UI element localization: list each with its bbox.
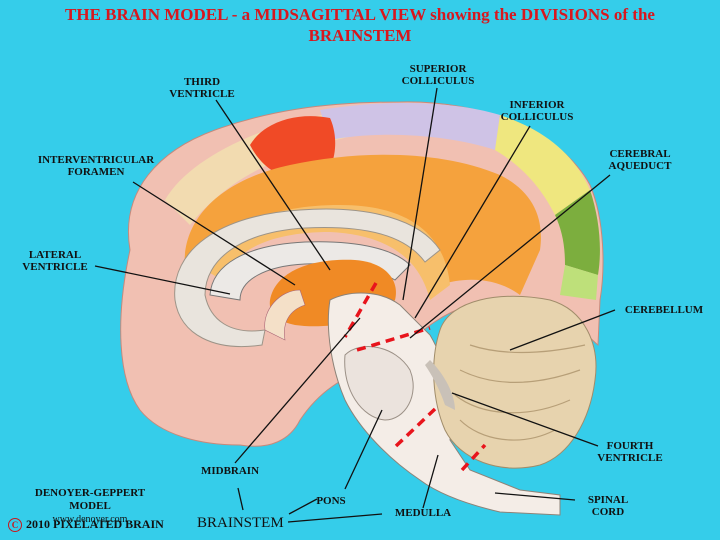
cortex-region-light-green bbox=[560, 265, 598, 300]
corpus-callosum bbox=[174, 208, 441, 348]
credit-line-1: DENOYER-GEPPERT MODEL bbox=[34, 487, 146, 512]
leader-cerebellum bbox=[509, 309, 616, 351]
label-cerebral-aqueduct: CEREBRAL AQUEDUCT bbox=[608, 148, 672, 172]
label-cerebellum: CEREBELLUM bbox=[624, 304, 704, 316]
label-medulla: MEDULLA bbox=[394, 507, 452, 519]
label-interventricular-foramen: INTERVENTRICULAR FORAMEN bbox=[37, 154, 155, 178]
label-third-ventricle: THIRD VENTRICLE bbox=[169, 76, 235, 100]
copyright-icon: C bbox=[8, 518, 22, 533]
cortex-region-yellow bbox=[495, 115, 590, 215]
leader-inferior-colliculus bbox=[414, 125, 531, 319]
medulla-spinal-boundary bbox=[460, 443, 487, 472]
leader-cerebral-aqueduct bbox=[409, 174, 611, 339]
pons-medulla-boundary bbox=[394, 407, 437, 448]
fornix bbox=[264, 289, 306, 341]
credit-line-2: www.denoyer.com bbox=[52, 514, 128, 525]
diagram-title: THE BRAIN MODEL - a MIDSAGITTAL VIEW sho… bbox=[0, 4, 720, 46]
leader-fourth-ventricle bbox=[451, 392, 599, 447]
leader-third-ventricle bbox=[215, 99, 331, 271]
copyright-text: 2010 PIXELATED BRAIN bbox=[26, 517, 164, 531]
cortex-region-lavender bbox=[320, 103, 500, 150]
leader-interventricular-foramen bbox=[132, 181, 296, 286]
label-superior-colliculus: SUPERIOR COLLICULUS bbox=[401, 63, 475, 87]
leader-brainstem-c bbox=[287, 513, 383, 523]
leader-pons bbox=[344, 409, 383, 490]
copyright-notice: C 2010 PIXELATED BRAIN bbox=[8, 517, 164, 533]
label-fourth-ventricle: FOURTH VENTRICLE bbox=[597, 440, 663, 464]
leader-lines bbox=[94, 87, 616, 523]
pons-bulge bbox=[344, 346, 414, 421]
title-line-1: THE BRAIN MODEL - a MIDSAGITTAL VIEW sho… bbox=[65, 5, 655, 24]
leader-lateral-ventricle bbox=[94, 265, 231, 295]
fourth-ventricle bbox=[425, 360, 455, 410]
leader-midbrain bbox=[234, 317, 361, 464]
leader-brainstem-b bbox=[288, 498, 318, 515]
leader-spinal-cord bbox=[494, 492, 576, 501]
lateral-ventricle-cavity bbox=[209, 241, 411, 301]
label-brainstem: BRAINSTEM bbox=[197, 515, 284, 531]
cingulate-gyrus bbox=[184, 154, 541, 295]
midbrain-upper-boundary bbox=[343, 282, 378, 338]
leader-superior-colliculus bbox=[402, 87, 438, 301]
label-pons: PONS bbox=[316, 495, 346, 507]
title-line-2: BRAINSTEM bbox=[308, 26, 412, 45]
label-inferior-colliculus: INFERIOR COLLICULUS bbox=[500, 99, 574, 123]
leader-medulla bbox=[422, 454, 439, 509]
model-credit: DENOYER-GEPPERT MODEL www.denoyer.com bbox=[14, 487, 166, 526]
label-lateral-ventricle: LATERAL VENTRICLE bbox=[22, 249, 88, 273]
label-spinal-cord: SPINAL CORD bbox=[587, 494, 629, 518]
label-midbrain: MIDBRAIN bbox=[200, 465, 260, 477]
leader-brainstem-a bbox=[237, 487, 244, 511]
